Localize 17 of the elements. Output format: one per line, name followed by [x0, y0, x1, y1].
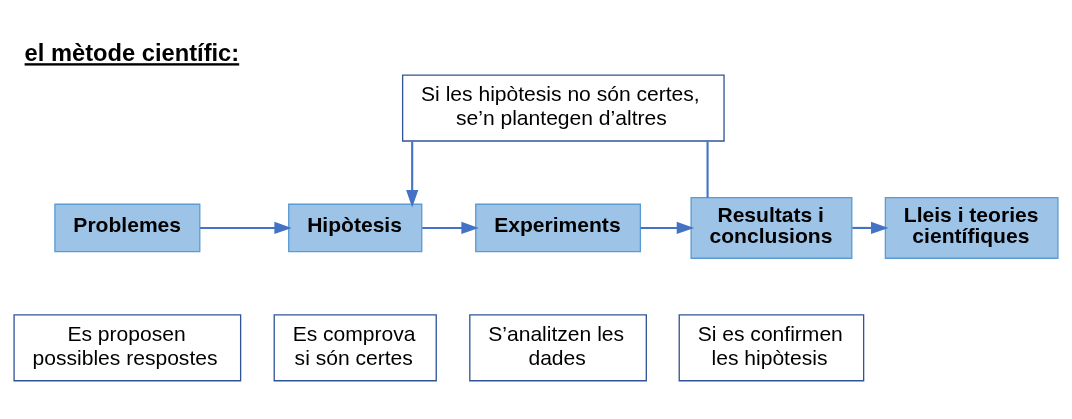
- node-box: Si es confirmen les hipòtesis: [678, 314, 865, 382]
- connector: [706, 141, 709, 198]
- node-box: Hipòtesis: [288, 203, 423, 253]
- arrow: [406, 141, 419, 208]
- node-box: Es comprova si són certes: [273, 314, 437, 382]
- arrow: [640, 221, 695, 235]
- node-box: S’analitzen les dades: [469, 314, 647, 382]
- arrow: [852, 221, 889, 235]
- arrow: [200, 221, 292, 235]
- node-box: Problemes: [54, 203, 201, 253]
- node-box: Si les hipòtesis no són certes, se’n plantegen d’altres: [401, 74, 725, 142]
- node-box: Lleis i teories científiques: [884, 197, 1059, 259]
- node-box: Es proposen possibles respostes: [13, 314, 242, 382]
- node-box: Experiments: [475, 203, 642, 253]
- arrow: [422, 221, 479, 235]
- node-box: Resultats i conclusions: [690, 197, 853, 259]
- diagram-title: el mètode científic:: [24, 40, 240, 67]
